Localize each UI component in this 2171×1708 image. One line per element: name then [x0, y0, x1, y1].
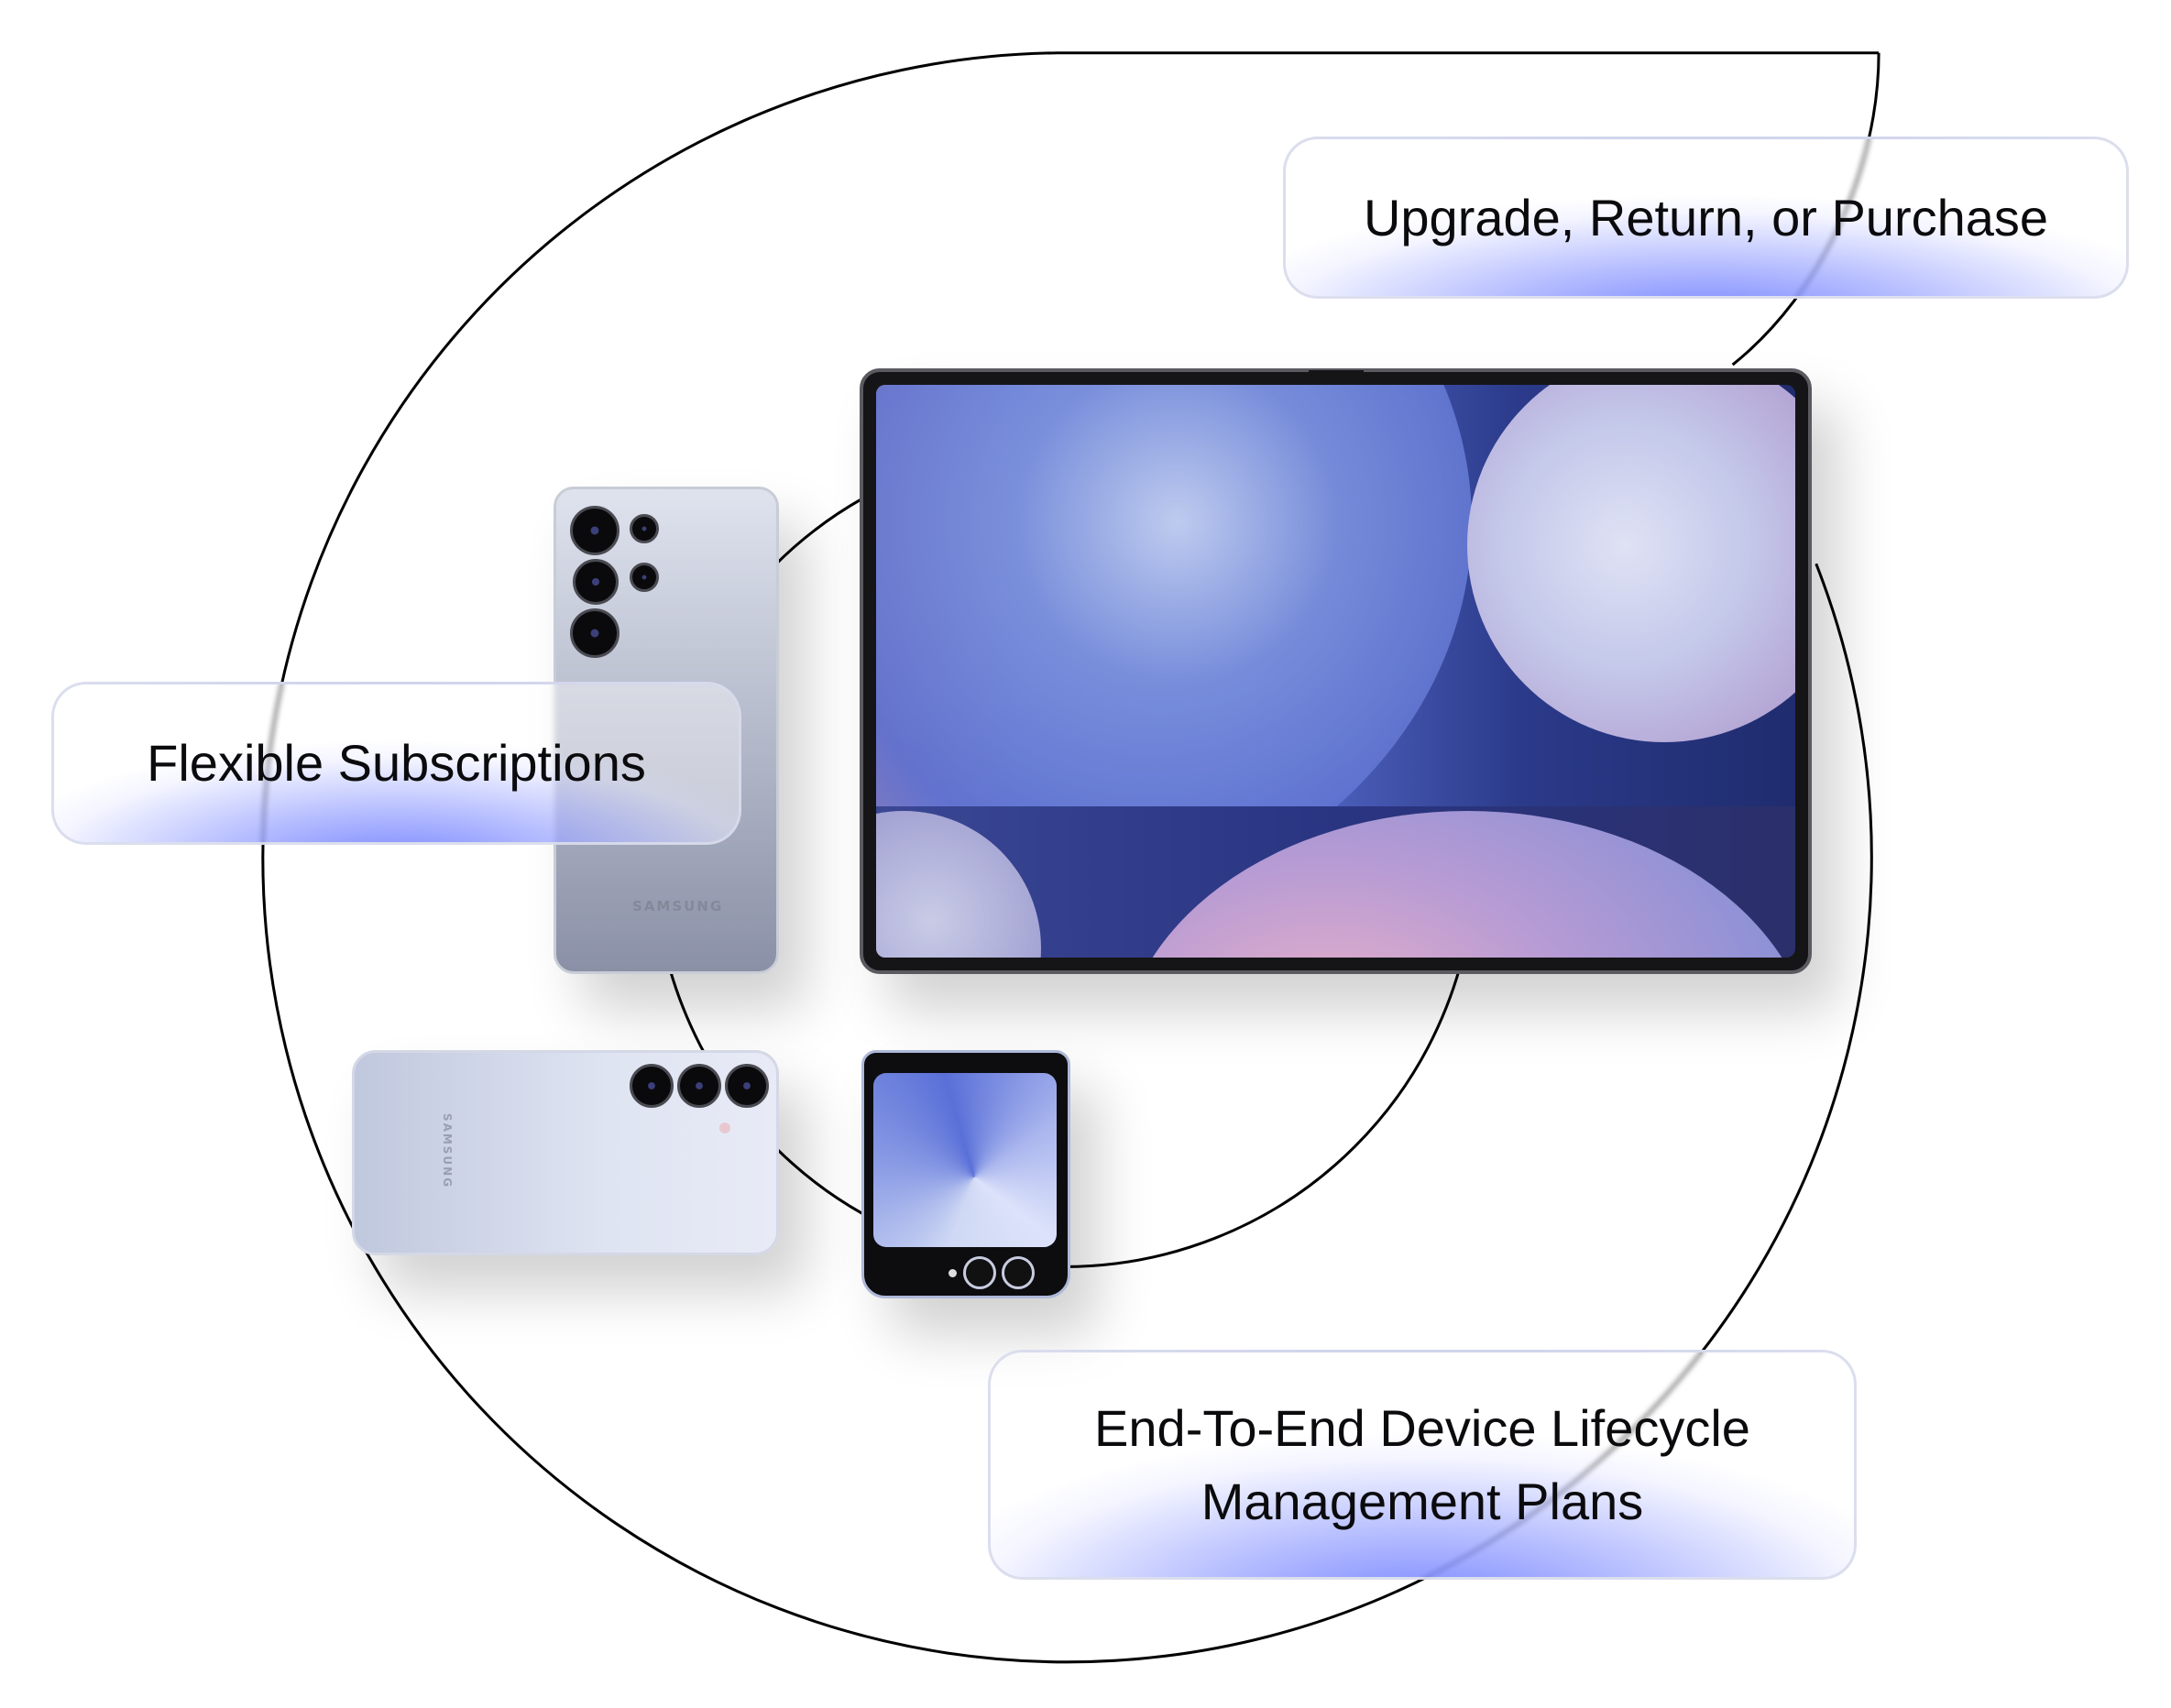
outer-spiral-line: [261, 51, 1880, 1664]
camera-lens-icon: [963, 1256, 996, 1289]
camera-lens-icon: [570, 608, 620, 658]
label-upgrade-return-purchase: Upgrade, Return, or Purchase: [1283, 137, 2129, 299]
camera-lens-icon: [725, 1064, 769, 1108]
tablet-device: [860, 368, 1812, 974]
tablet-camera-notch: [1308, 370, 1364, 383]
camera-lens-icon: [573, 559, 619, 605]
flash-icon: [719, 1122, 730, 1133]
phone-s24-device: SAMSUNG: [352, 1050, 779, 1255]
label-flexible-subscriptions: Flexible Subscriptions: [51, 682, 741, 845]
flip-phone-device: [861, 1050, 1070, 1298]
flash-icon: [948, 1269, 957, 1277]
camera-lens-icon: [677, 1064, 721, 1108]
flip-cover-screen: [873, 1073, 1057, 1247]
camera-lens-icon: [1002, 1256, 1035, 1289]
phone-brand-logo: SAMSUNG: [632, 898, 724, 914]
camera-lens-icon: [630, 1064, 674, 1108]
label-text-line2: Management Plans: [1201, 1472, 1644, 1530]
screen-orb-right: [1467, 385, 1795, 742]
camera-lens-icon: [630, 514, 659, 543]
tablet-screen: [876, 385, 1795, 958]
label-device-lifecycle: End-To-End Device Lifecycle Management P…: [988, 1350, 1857, 1580]
camera-lens-icon: [630, 563, 659, 592]
label-text: Upgrade, Return, or Purchase: [1363, 188, 2049, 246]
phone-brand-logo: SAMSUNG: [441, 1112, 455, 1189]
camera-lens-icon: [570, 506, 620, 555]
label-text: Flexible Subscriptions: [147, 734, 646, 792]
label-text-line1: End-To-End Device Lifecycle: [1094, 1398, 1750, 1457]
